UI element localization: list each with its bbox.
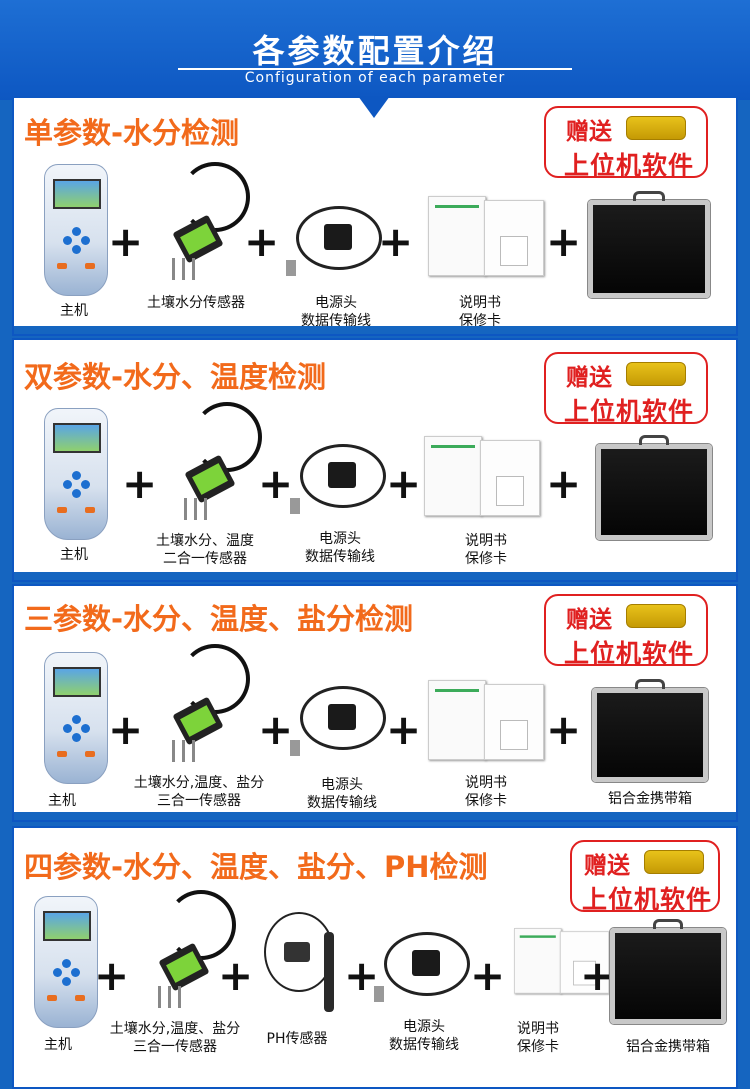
cable-label-1: 电源头 xyxy=(315,295,357,311)
plus-sign: + xyxy=(386,705,422,754)
gift-software-label: 上位机软件 xyxy=(564,639,695,668)
plus-sign: + xyxy=(108,217,144,266)
manual-label-2: 保修卡 xyxy=(465,551,507,567)
manual-label-1: 说明书 xyxy=(459,295,501,311)
plus-sign: + xyxy=(218,951,254,1000)
cable-label-1: 电源头 xyxy=(321,777,363,793)
plus-sign: + xyxy=(344,951,380,1000)
power-adapter-image xyxy=(374,928,474,1018)
manual-label-2: 保修卡 xyxy=(459,313,501,329)
cable-label-2: 数据传输线 xyxy=(389,1037,459,1053)
page-header: 各参数配置介绍 Configuration of each parameter xyxy=(0,0,750,118)
page-title: 各参数配置介绍 xyxy=(252,32,498,70)
plus-sign: + xyxy=(122,459,158,508)
section-dual-param: 双参数-水分、温度检测 赠送 上位机软件 主机 + 土壤水分、温度 二合一传感器… xyxy=(12,338,738,582)
host-keypad xyxy=(63,227,91,255)
gift-software-badge: 赠送 上位机软件 xyxy=(544,594,708,668)
section-title: 单参数-水分检测 xyxy=(24,116,240,150)
host-device-image xyxy=(34,896,98,1028)
soil-sensor-image xyxy=(162,402,272,522)
host-screen xyxy=(53,179,101,209)
plus-sign: + xyxy=(378,217,414,266)
manual-label-1: 说明书 xyxy=(517,1021,559,1037)
aluminum-case-image xyxy=(592,679,708,782)
case-label: 铝合金携带箱 xyxy=(626,1039,710,1055)
manual-warranty-image xyxy=(428,680,546,762)
sensor-label-1: 土壤水分,温度、盐分 xyxy=(133,775,265,791)
section-quad-param: 四参数-水分、温度、盐分、PH检测 赠送 上位机软件 主机 + 土壤水分,温度、… xyxy=(12,826,738,1089)
host-label: 主机 xyxy=(60,547,88,563)
host-device-image xyxy=(44,164,108,296)
plus-sign: + xyxy=(258,459,294,508)
gift-label: 赠送 xyxy=(566,365,612,391)
host-device-image xyxy=(44,408,108,540)
sensor-label-2: 三合一传感器 xyxy=(157,793,241,809)
plus-sign: + xyxy=(580,951,616,1000)
aluminum-case-image xyxy=(588,191,710,298)
host-device-image xyxy=(44,652,108,784)
usb-drive-icon xyxy=(644,850,704,874)
sensor-label-1: 土壤水分、温度 xyxy=(156,533,254,549)
gift-software-badge: 赠送 上位机软件 xyxy=(570,840,720,914)
usb-drive-icon xyxy=(626,362,686,386)
power-adapter-image xyxy=(286,202,386,292)
soil-sensor-image xyxy=(150,644,260,764)
plus-sign: + xyxy=(546,459,582,508)
host-label: 主机 xyxy=(48,793,76,809)
plus-sign: + xyxy=(108,705,144,754)
gift-label: 赠送 xyxy=(566,607,612,633)
gift-software-badge: 赠送 上位机软件 xyxy=(544,106,708,180)
manual-label-2: 保修卡 xyxy=(465,793,507,809)
power-adapter-image xyxy=(290,682,390,772)
aluminum-case-image xyxy=(596,435,712,540)
sensor-label-2: 三合一传感器 xyxy=(133,1039,217,1055)
sensor-label-2: 二合一传感器 xyxy=(163,551,247,567)
ph-sensor-label: PH传感器 xyxy=(266,1031,328,1047)
section-triple-param: 三参数-水分、温度、盐分检测 赠送 上位机软件 主机 + 土壤水分,温度、盐分 … xyxy=(12,584,738,822)
manual-warranty-image xyxy=(428,196,546,278)
cable-label-2: 数据传输线 xyxy=(305,549,375,565)
usb-drive-icon xyxy=(626,116,686,140)
section-title: 四参数-水分、温度、盐分、PH检测 xyxy=(24,850,488,884)
case-label: 铝合金携带箱 xyxy=(608,791,692,807)
manual-label-2: 保修卡 xyxy=(517,1039,559,1055)
gift-software-label: 上位机软件 xyxy=(564,397,695,426)
plus-sign: + xyxy=(470,951,506,1000)
sensor-label-1: 土壤水分,温度、盐分 xyxy=(109,1021,241,1037)
plus-sign: + xyxy=(546,705,582,754)
gift-software-label: 上位机软件 xyxy=(582,885,713,914)
cable-label-2: 数据传输线 xyxy=(307,795,377,811)
plus-sign: + xyxy=(546,217,582,266)
section-title: 双参数-水分、温度检测 xyxy=(24,360,327,394)
header-notch xyxy=(358,96,390,118)
aluminum-case-image xyxy=(610,919,726,1024)
plus-sign: + xyxy=(386,459,422,508)
manual-warranty-image xyxy=(424,436,542,518)
page-subtitle: Configuration of each parameter xyxy=(244,70,506,86)
section-title: 三参数-水分、温度、盐分检测 xyxy=(24,602,414,636)
host-label: 主机 xyxy=(60,303,88,319)
gift-label: 赠送 xyxy=(566,119,612,145)
plus-sign: + xyxy=(258,705,294,754)
gift-software-badge: 赠送 上位机软件 xyxy=(544,352,708,426)
cable-label-1: 电源头 xyxy=(403,1019,445,1035)
section-single-param: 单参数-水分检测 赠送 上位机软件 主机 + 土壤水分传感器 + 电源头 数据传… xyxy=(12,96,738,336)
cable-label-1: 电源头 xyxy=(319,531,361,547)
cable-label-2: 数据传输线 xyxy=(301,313,371,329)
soil-sensor-image xyxy=(150,162,260,282)
soil-sensor-image xyxy=(136,890,246,1010)
plus-sign: + xyxy=(94,951,130,1000)
host-label: 主机 xyxy=(44,1037,72,1053)
sensor-label: 土壤水分传感器 xyxy=(147,295,245,311)
ph-sensor-image xyxy=(254,912,350,1022)
title-underline xyxy=(178,68,572,70)
gift-label: 赠送 xyxy=(584,853,630,879)
manual-label-1: 说明书 xyxy=(465,775,507,791)
power-adapter-image xyxy=(290,440,390,530)
manual-label-1: 说明书 xyxy=(465,533,507,549)
plus-sign: + xyxy=(244,217,280,266)
gift-software-label: 上位机软件 xyxy=(564,151,695,180)
usb-drive-icon xyxy=(626,604,686,628)
manual-warranty-image xyxy=(514,928,611,995)
